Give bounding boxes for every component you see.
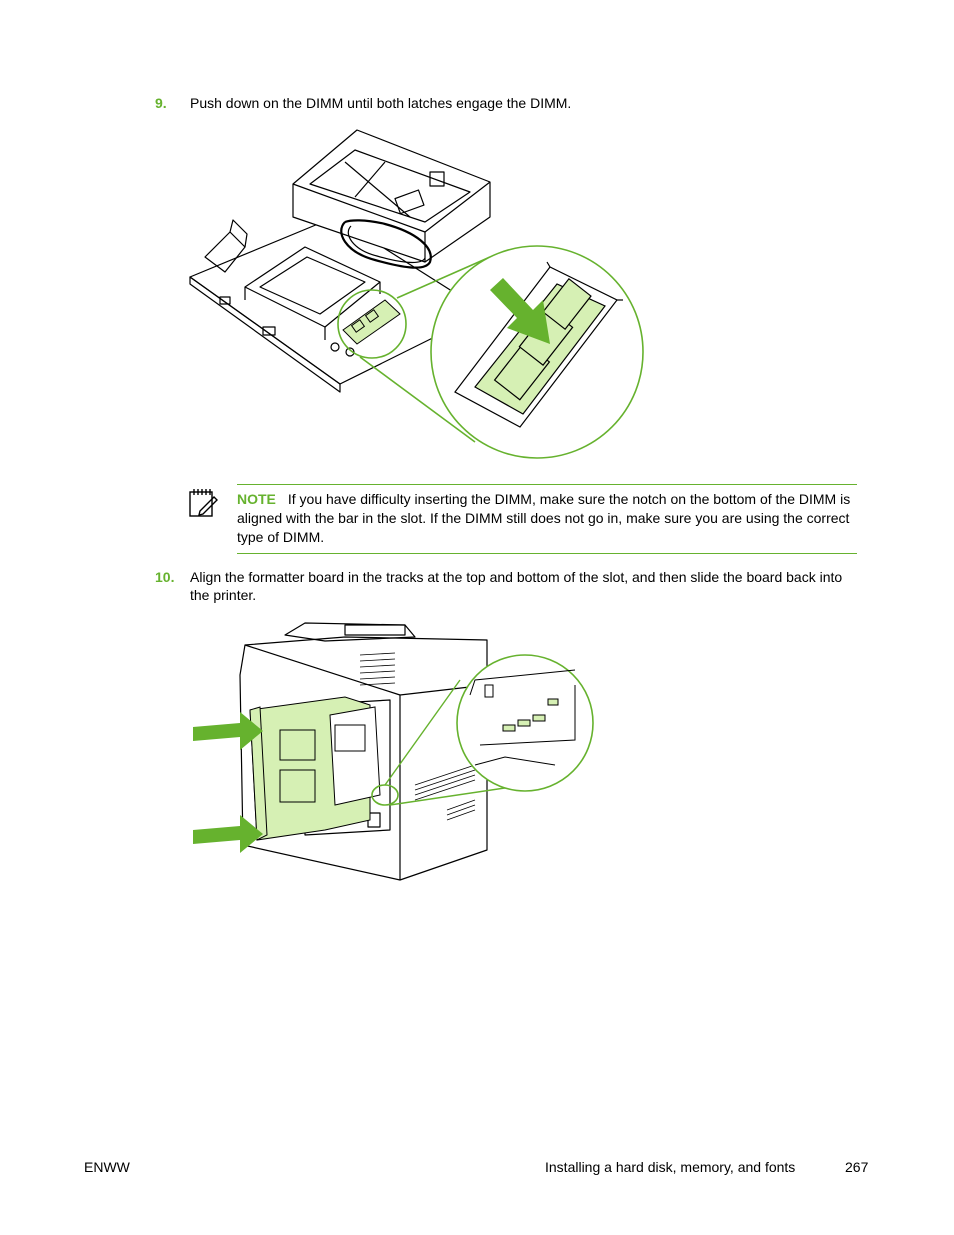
dimm-install-figure bbox=[189, 129, 644, 459]
note-bottom-rule bbox=[237, 553, 857, 554]
step-9-number: 9. bbox=[155, 95, 167, 111]
step-9-text: Push down on the DIMM until both latches… bbox=[190, 95, 572, 111]
footer-section-title: Installing a hard disk, memory, and font… bbox=[545, 1159, 796, 1175]
step-10-text: Align the formatter board in the tracks … bbox=[190, 569, 843, 603]
note-pencil-icon bbox=[189, 489, 218, 517]
step-10-number: 10. bbox=[155, 569, 175, 585]
footer-left-label: ENWW bbox=[84, 1159, 130, 1175]
note-text: If you have difficulty inserting the DIM… bbox=[237, 491, 851, 545]
formatter-board-figure bbox=[193, 622, 594, 881]
note-label: NOTE bbox=[237, 491, 276, 507]
note-top-rule bbox=[237, 484, 857, 485]
footer-page-number: 267 bbox=[845, 1159, 869, 1175]
